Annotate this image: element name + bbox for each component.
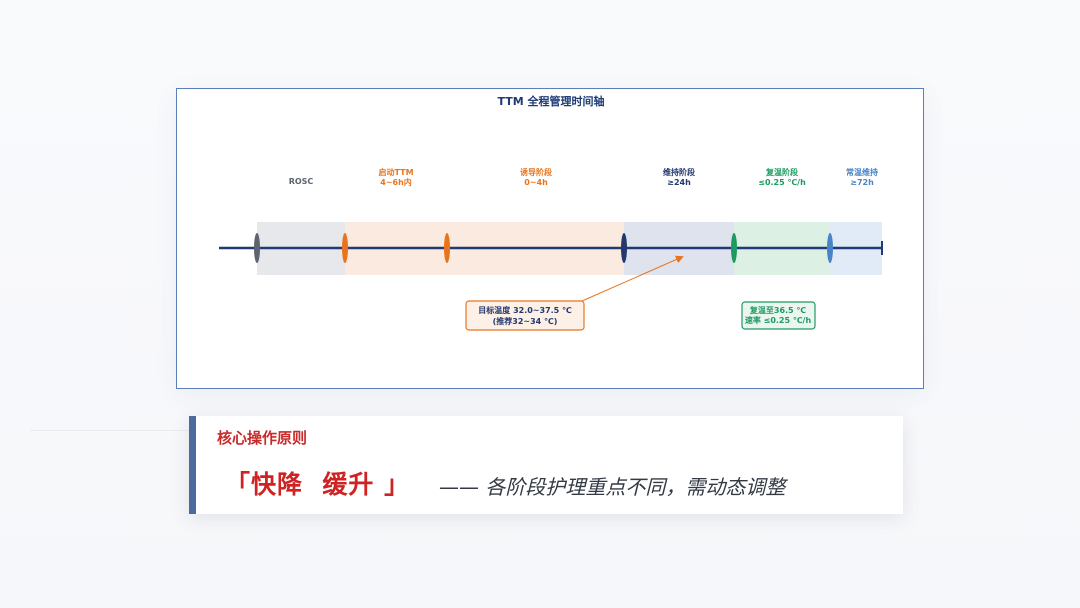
normothermia-marker bbox=[827, 233, 833, 263]
target-temp-callout bbox=[465, 300, 585, 331]
diagram-title: TTM 全程管理时间轴 bbox=[497, 94, 604, 108]
rosc-label: ROSC bbox=[289, 177, 314, 186]
card-accent-bar bbox=[189, 416, 196, 514]
timeline-panel: TTM 全程管理时间轴 ROSC 启动TTM 4~6h内 诱导阶段 0~4h 维… bbox=[176, 88, 924, 389]
principle-heading: 核心操作原则 bbox=[217, 429, 308, 447]
start-ttm-label: 启动TTM bbox=[378, 167, 413, 177]
target-temp-line2: (推荐32~34 ℃) bbox=[493, 316, 558, 326]
maintenance-duration: ≥24h bbox=[667, 178, 691, 187]
rewarm-rate-line1: 复温至36.5 ℃ bbox=[749, 305, 807, 315]
rewarm-rate-line2: 速率 ≤0.25 ℃/h bbox=[745, 315, 812, 325]
principle-subtitle: —— 各阶段护理重点不同，需动态调整 bbox=[439, 475, 786, 499]
induction-duration: 0~4h bbox=[524, 178, 548, 187]
timeline-diagram: TTM 全程管理时间轴 ROSC 启动TTM 4~6h内 诱导阶段 0~4h 维… bbox=[219, 94, 883, 331]
rosc-marker bbox=[254, 233, 260, 263]
target-temp-line1: 目标温度 32.0~37.5 ℃ bbox=[478, 305, 572, 315]
target-temp-arrow bbox=[581, 255, 684, 302]
rewarming-duration: ≤0.25 ℃/h bbox=[758, 178, 806, 187]
rewarming-marker bbox=[731, 233, 737, 263]
maintenance-label: 维持阶段 bbox=[663, 167, 695, 177]
start-ttm-duration: 4~6h内 bbox=[380, 177, 412, 187]
induction-marker bbox=[444, 233, 450, 263]
rewarm-rate-callout bbox=[741, 301, 816, 330]
principle-slogan: 「快降 缓升 」 bbox=[225, 470, 411, 499]
start-ttm-marker bbox=[342, 233, 348, 263]
maintenance-marker bbox=[621, 233, 627, 263]
rewarming-label: 复温阶段 bbox=[765, 167, 798, 177]
normothermia-label: 常温维持 bbox=[846, 167, 878, 177]
induction-label: 诱导阶段 bbox=[520, 167, 552, 177]
divider-line bbox=[30, 430, 190, 431]
core-principle-card: 核心操作原则 「快降 缓升 」 —— 各阶段护理重点不同，需动态调整 bbox=[189, 416, 903, 514]
normothermia-duration: ≥72h bbox=[850, 178, 874, 187]
